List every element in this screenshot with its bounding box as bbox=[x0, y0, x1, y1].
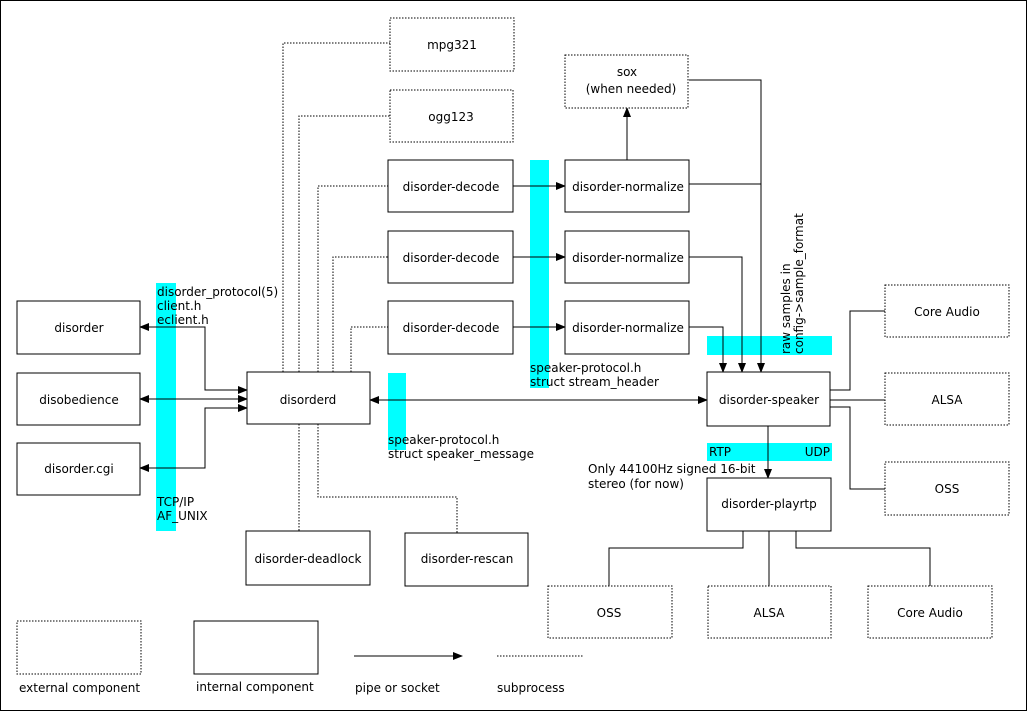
protocol-label: disorder_protocol(5) client.h eclient.h bbox=[157, 285, 278, 327]
svg-text:disorder-normalize: disorder-normalize bbox=[572, 251, 684, 265]
node-oss-bottom: OSS bbox=[547, 585, 673, 639]
svg-text:ALSA: ALSA bbox=[932, 393, 964, 407]
legend-pipe: pipe or socket bbox=[354, 652, 463, 695]
node-ogg123: ogg123 bbox=[389, 89, 514, 143]
stream-header-band bbox=[530, 160, 549, 388]
svg-text:mpg321: mpg321 bbox=[427, 38, 477, 52]
raw-samples-label: raw samples in config->sample_format bbox=[779, 213, 806, 354]
node-decode-1: disorder-decode bbox=[387, 159, 514, 213]
svg-text:speaker-protocol.h: speaker-protocol.h bbox=[530, 361, 641, 375]
node-alsa-bottom: ALSA bbox=[707, 585, 832, 639]
svg-text:disorder-speaker: disorder-speaker bbox=[719, 393, 819, 407]
svg-text:disorder-deadlock: disorder-deadlock bbox=[255, 552, 362, 566]
node-disorder-deadlock: disorder-deadlock bbox=[245, 530, 371, 586]
rtp-label: RTP bbox=[709, 445, 731, 459]
svg-text:ALSA: ALSA bbox=[754, 606, 786, 620]
svg-text:Core Audio: Core Audio bbox=[897, 606, 963, 620]
svg-text:stereo (for now): stereo (for now) bbox=[588, 477, 684, 491]
pipe-links bbox=[139, 79, 931, 586]
subprocess-links bbox=[282, 42, 458, 533]
node-disorder: disorder bbox=[16, 300, 141, 355]
svg-text:disorder.cgi: disorder.cgi bbox=[44, 462, 113, 476]
node-alsa-top: ALSA bbox=[884, 372, 1010, 426]
node-mpg321: mpg321 bbox=[389, 17, 515, 72]
svg-text:internal component: internal component bbox=[196, 680, 314, 694]
speaker-message-band bbox=[388, 373, 406, 450]
node-core-audio-bottom: Core Audio bbox=[867, 585, 993, 639]
node-sox: sox (when needed) bbox=[564, 54, 689, 109]
node-normalize-3: disorder-normalize bbox=[564, 300, 690, 355]
svg-text:client.h: client.h bbox=[157, 299, 201, 313]
rtp-note: Only 44100Hz signed 16-bit stereo (for n… bbox=[588, 462, 756, 491]
svg-text:OSS: OSS bbox=[935, 482, 960, 496]
legend-internal: internal component bbox=[193, 620, 319, 694]
svg-text:external component: external component bbox=[19, 681, 140, 695]
svg-text:eclient.h: eclient.h bbox=[157, 313, 209, 327]
svg-text:disorder-rescan: disorder-rescan bbox=[421, 552, 514, 566]
svg-text:raw samples in: raw samples in bbox=[779, 263, 793, 354]
node-disorder-playrtp: disorder-playrtp bbox=[706, 477, 832, 532]
node-normalize-2: disorder-normalize bbox=[564, 230, 690, 284]
svg-text:struct stream_header: struct stream_header bbox=[530, 375, 659, 389]
node-normalize-1: disorder-normalize bbox=[564, 159, 690, 213]
svg-text:pipe or socket: pipe or socket bbox=[355, 681, 440, 695]
legend: external component internal component pi… bbox=[16, 620, 584, 695]
transport-label: TCP/IP AF_UNIX bbox=[156, 495, 208, 523]
node-disorder-rescan: disorder-rescan bbox=[404, 532, 529, 587]
svg-text:Only 44100Hz signed 16-bit: Only 44100Hz signed 16-bit bbox=[588, 462, 756, 476]
node-disobedience: disobedience bbox=[16, 372, 141, 426]
node-decode-3: disorder-decode bbox=[387, 300, 514, 355]
svg-text:disorder-normalize: disorder-normalize bbox=[572, 180, 684, 194]
svg-text:disorder-decode: disorder-decode bbox=[403, 321, 500, 335]
legend-external: external component bbox=[16, 620, 142, 695]
svg-text:disorder-decode: disorder-decode bbox=[403, 251, 500, 265]
legend-subprocess: subprocess bbox=[497, 655, 584, 695]
node-oss-top: OSS bbox=[884, 461, 1010, 516]
svg-text:speaker-protocol.h: speaker-protocol.h bbox=[388, 433, 499, 447]
speaker-message-label: speaker-protocol.h struct speaker_messag… bbox=[388, 433, 534, 461]
node-decode-2: disorder-decode bbox=[387, 230, 514, 284]
node-disorderd: disorderd bbox=[246, 371, 371, 425]
svg-text:config->sample_format: config->sample_format bbox=[792, 213, 806, 354]
stream-header-label: speaker-protocol.h struct stream_header bbox=[530, 361, 659, 389]
svg-text:OSS: OSS bbox=[597, 606, 622, 620]
udp-label: UDP bbox=[805, 445, 830, 459]
svg-text:subprocess: subprocess bbox=[497, 681, 565, 695]
svg-text:disorderd: disorderd bbox=[280, 393, 337, 407]
svg-text:disorder_protocol(5): disorder_protocol(5) bbox=[157, 285, 278, 299]
svg-text:AF_UNIX: AF_UNIX bbox=[157, 509, 208, 523]
rtp-band bbox=[707, 443, 832, 461]
svg-text:ogg123: ogg123 bbox=[428, 110, 473, 124]
node-disorder-cgi: disorder.cgi bbox=[16, 442, 141, 496]
svg-text:disobedience: disobedience bbox=[39, 393, 118, 407]
svg-text:struct speaker_message: struct speaker_message bbox=[388, 447, 534, 461]
svg-text:(when needed): (when needed) bbox=[586, 82, 677, 96]
speaker-input-band bbox=[707, 336, 832, 355]
svg-text:disorder: disorder bbox=[54, 321, 103, 335]
svg-text:sox: sox bbox=[617, 65, 637, 79]
svg-text:disorder-normalize: disorder-normalize bbox=[572, 321, 684, 335]
svg-text:TCP/IP: TCP/IP bbox=[156, 495, 194, 509]
node-core-audio-top: Core Audio bbox=[884, 284, 1010, 338]
node-disorder-speaker: disorder-speaker bbox=[706, 371, 831, 427]
svg-text:disorder-decode: disorder-decode bbox=[403, 180, 500, 194]
svg-text:disorder-playrtp: disorder-playrtp bbox=[721, 497, 816, 511]
svg-text:Core Audio: Core Audio bbox=[914, 305, 980, 319]
